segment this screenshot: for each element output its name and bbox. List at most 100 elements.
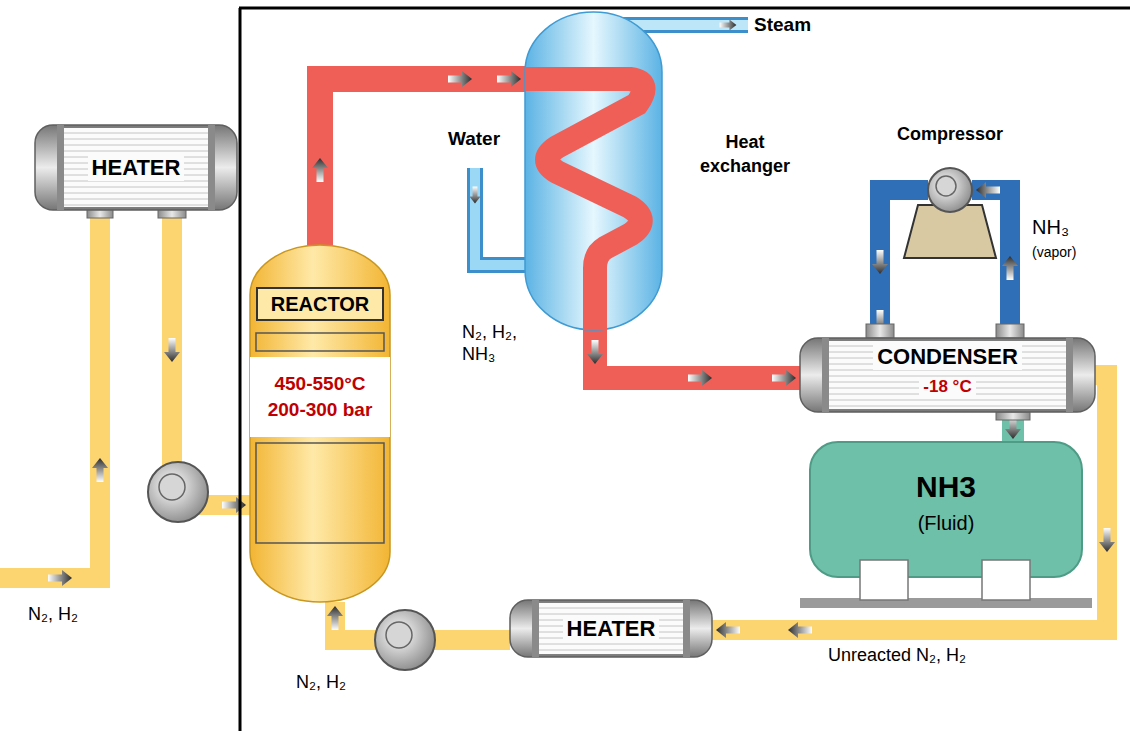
vessel-part (250, 245, 390, 602)
node-label: HEATER (88, 155, 185, 181)
flow-label: N₂, H₂, NH₃ (462, 322, 528, 365)
text-holder: (Fluid) (810, 512, 1082, 535)
flow-arrow (164, 338, 180, 362)
text-holder: 200-300 bar (250, 397, 390, 437)
node-label: CONDENSER (873, 344, 1022, 370)
pipe (172, 210, 250, 505)
vessel-part (1066, 338, 1073, 412)
flow-label: Unreacted N₂, H₂ (828, 645, 966, 666)
text-holder: N₂, H₂, NH₃ (462, 322, 528, 365)
flow-arrow (497, 71, 521, 87)
vessel-part (828, 341, 1067, 409)
vessel-part (538, 644, 684, 645)
pipe (320, 79, 525, 245)
text-holder: Heat exchanger (690, 130, 800, 179)
node-label: 450-550°C (274, 373, 365, 397)
flow-arrow (587, 340, 603, 364)
frame-line (239, 7, 1130, 10)
vessel-part (256, 443, 384, 543)
text-holder: -18 °C (800, 377, 1095, 397)
flow-arrow (1002, 256, 1018, 280)
node-label: (Fluid) (918, 512, 975, 535)
vessel-part (63, 128, 209, 207)
vessel-part (63, 151, 209, 152)
vessel-part (63, 133, 209, 134)
vessel-part (822, 338, 829, 412)
text-holder: N₂, H₂ (28, 604, 78, 625)
condenser-box: CONDENSER -18 °C (800, 338, 1095, 412)
vessel-part (538, 608, 684, 609)
flow-arrow (327, 606, 343, 630)
node-label: NH3 (916, 470, 976, 504)
vessel-part (510, 600, 712, 657)
flow-label: NH₃ (1032, 216, 1069, 239)
vessel-part (928, 168, 972, 212)
vessel-part (63, 199, 209, 200)
flow-arrow (1099, 528, 1115, 552)
vessel-part (35, 125, 237, 210)
heater-box: HEATER (35, 125, 237, 210)
text-holder: Unreacted N₂, H₂ (828, 645, 966, 666)
vessel-part (57, 125, 64, 210)
tank-base (800, 598, 1092, 608)
pump-symbol (375, 610, 435, 670)
vessel-part (525, 12, 662, 330)
ammonia-tank: NH3 (Fluid) (810, 442, 1082, 602)
vessel-part (828, 400, 1067, 401)
flow-arrow (688, 370, 712, 386)
vessel-part (63, 187, 209, 188)
flow-arrow (448, 71, 472, 87)
pump-symbol (148, 462, 208, 522)
pipe-flange (996, 412, 1030, 420)
flow-arrow (976, 182, 1000, 198)
reactor-vessel: REACTOR 450-550°C200-300 bar (250, 245, 390, 602)
flow-label: Steam (754, 14, 811, 36)
text-holder: HEATER (510, 600, 712, 657)
text-holder: Steam (754, 14, 811, 36)
pipe (595, 330, 800, 378)
pipe-flange (996, 324, 1024, 338)
vessel-part (63, 181, 209, 182)
vessel-part (538, 603, 684, 654)
vessel-part (810, 442, 1082, 577)
vessel-part (828, 406, 1067, 407)
node-label: REACTOR (271, 293, 370, 316)
tank-foot (860, 560, 908, 600)
flow-arrow (48, 570, 72, 586)
flow-label: N₂, H₂ (296, 672, 346, 693)
text-holder: REACTOR (256, 287, 384, 321)
water-pipe (475, 168, 530, 265)
flow-label: (vapor) (1032, 244, 1076, 260)
text-holder: (vapor) (1032, 244, 1076, 260)
flow-arrow (788, 622, 812, 638)
flow-arrow (716, 622, 740, 638)
text-holder: HEATER (35, 125, 237, 210)
flow-arrow (222, 497, 246, 513)
pipe-connector (320, 71, 525, 245)
compressor: Compressor (928, 168, 972, 212)
node-label: 200-300 bar (268, 397, 373, 421)
vessel-part (936, 176, 956, 196)
vessel-shape (928, 168, 972, 212)
text-holder: NH3 (810, 470, 1082, 504)
node-label: HEATER (563, 616, 660, 642)
vessel-part (683, 600, 690, 657)
node-label: -18 °C (919, 377, 975, 397)
node-label: Compressor (858, 124, 1042, 145)
heater-box: HEATER (510, 600, 712, 657)
vessel-part (63, 139, 209, 140)
vessel-part (63, 145, 209, 146)
tank-foot (982, 560, 1030, 600)
flow-arrow (772, 370, 796, 386)
water-pipe (475, 168, 530, 265)
vessel-part (208, 125, 215, 210)
text-holder: NH₃ (1032, 216, 1069, 239)
vessel-part (532, 600, 539, 657)
text-holder: 450-550°C (250, 357, 390, 397)
pipe-flange (866, 324, 894, 338)
text-holder: N₂, H₂ (296, 672, 346, 693)
vessel-part (800, 338, 1095, 412)
vessel-part (538, 650, 684, 651)
flow-label: Water (448, 128, 500, 150)
